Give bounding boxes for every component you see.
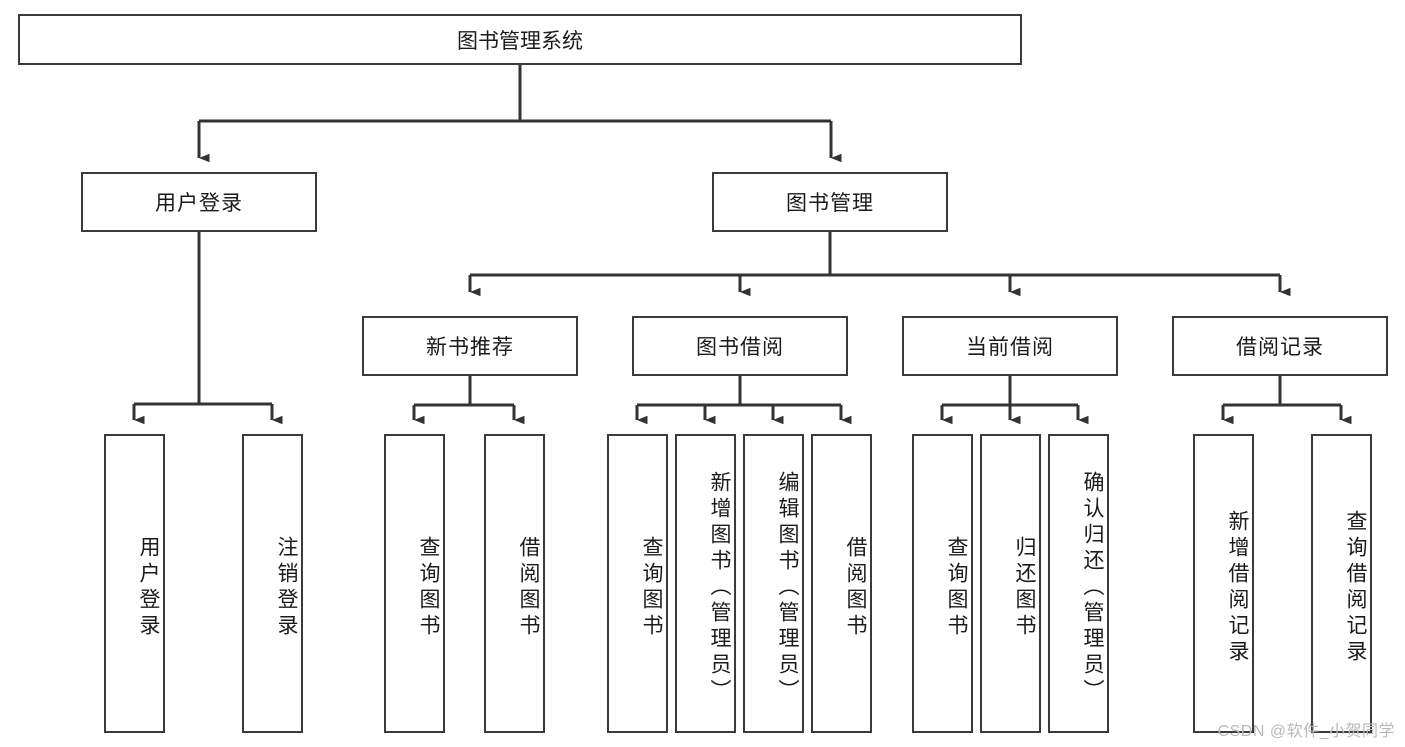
node-label: 当前借阅: [966, 336, 1054, 359]
node-label: 查询图书: [640, 535, 663, 640]
node-leaf-return-book[interactable]: 归还图书: [980, 434, 1041, 733]
node-label: 查询图书: [417, 535, 440, 640]
node-leaf-borrow-book-recommend[interactable]: 借阅图书: [484, 434, 545, 733]
node-leaf-query-borrow-record[interactable]: 查询借阅记录: [1311, 434, 1372, 733]
node-label: 图书管理系统: [457, 29, 583, 53]
watermark: CSDN @软件_小贺同学: [1217, 723, 1395, 740]
node-book-borrow[interactable]: 图书借阅: [632, 316, 848, 376]
node-label: 确认归还（管理员）: [1081, 470, 1104, 705]
node-leaf-confirm-return-admin[interactable]: 确认归还（管理员）: [1048, 434, 1109, 733]
node-label: 归还图书: [1013, 535, 1036, 640]
node-label: 注销登录: [275, 535, 298, 640]
node-leaf-query-book-borrow[interactable]: 查询图书: [607, 434, 668, 733]
node-label: 新增借阅记录: [1226, 509, 1249, 666]
node-label: 查询借阅记录: [1344, 509, 1367, 666]
node-leaf-logout[interactable]: 注销登录: [242, 434, 303, 733]
node-leaf-edit-book-admin[interactable]: 编辑图书（管理员）: [743, 434, 804, 733]
node-label: 查询图书: [945, 535, 968, 640]
node-label: 用户登录: [155, 192, 243, 215]
node-borrow-record[interactable]: 借阅记录: [1172, 316, 1388, 376]
node-leaf-add-borrow-record[interactable]: 新增借阅记录: [1193, 434, 1254, 733]
node-leaf-borrow-book[interactable]: 借阅图书: [811, 434, 872, 733]
node-label: 借阅图书: [844, 535, 867, 640]
node-label: 借阅图书: [517, 535, 540, 640]
node-label: 新书推荐: [426, 336, 514, 359]
node-user-login[interactable]: 用户登录: [81, 172, 317, 232]
node-leaf-query-book-current[interactable]: 查询图书: [912, 434, 973, 733]
node-label: 编辑图书（管理员）: [776, 470, 799, 705]
node-leaf-add-book-admin[interactable]: 新增图书（管理员）: [675, 434, 736, 733]
node-label: 借阅记录: [1236, 336, 1324, 359]
node-label: 图书管理: [786, 192, 874, 215]
node-label: 图书借阅: [696, 336, 784, 359]
node-root-system[interactable]: 图书管理系统: [18, 14, 1022, 65]
node-book-management[interactable]: 图书管理: [712, 172, 948, 232]
node-leaf-query-book-recommend[interactable]: 查询图书: [384, 434, 445, 733]
node-label: 新增图书（管理员）: [708, 470, 731, 705]
node-current-borrow[interactable]: 当前借阅: [902, 316, 1118, 376]
node-label: 用户登录: [137, 535, 160, 640]
node-new-book-recommend[interactable]: 新书推荐: [362, 316, 578, 376]
node-leaf-user-login[interactable]: 用户登录: [104, 434, 165, 733]
